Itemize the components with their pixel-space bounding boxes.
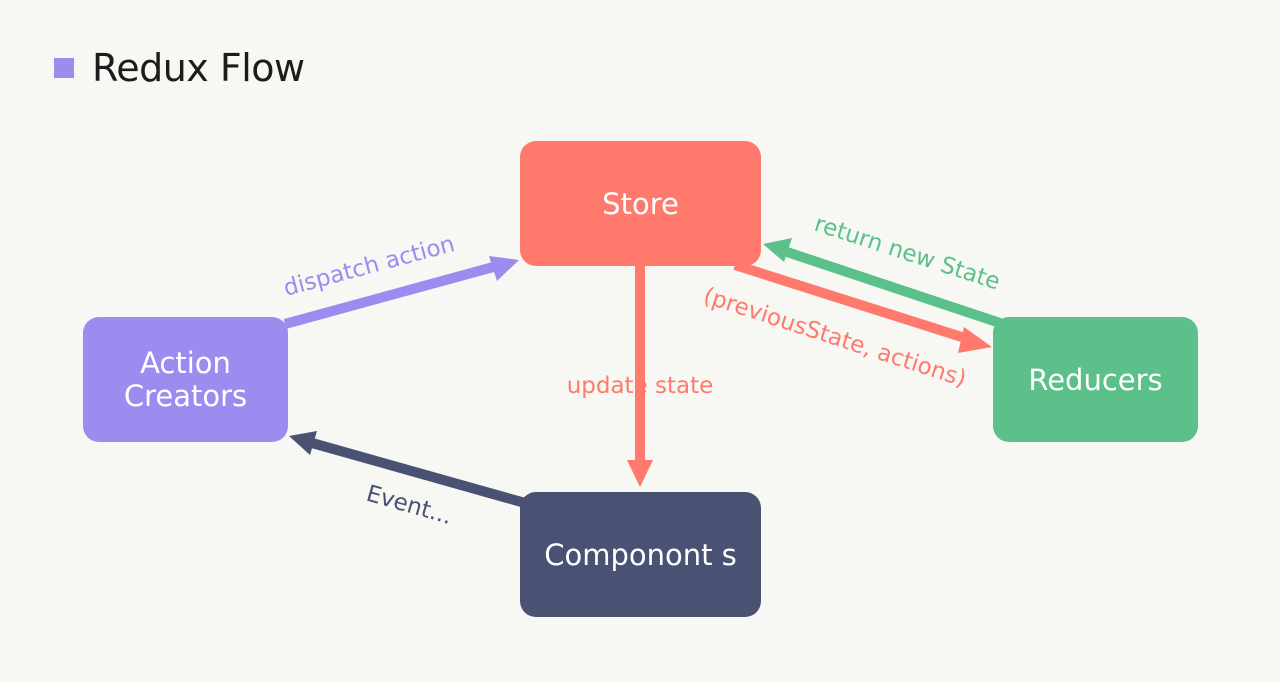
- action-creators-label-line1: Action: [140, 346, 231, 380]
- store-label: Store: [602, 187, 679, 221]
- reducers-label: Reducers: [1028, 363, 1162, 397]
- components-label: Componont s: [544, 538, 737, 572]
- event-label: Event...: [363, 481, 455, 530]
- previous-state-arrow: [733, 260, 992, 353]
- components-node: Componont s: [520, 492, 761, 617]
- update-state-label: update state: [567, 373, 714, 399]
- update-state-arrow: [627, 265, 653, 487]
- action-creators-label-line2: Creators: [124, 379, 247, 413]
- return-new-state-label: return new State: [811, 211, 1003, 295]
- store-node: Store: [520, 141, 761, 266]
- dispatch-action-arrow: [283, 256, 519, 329]
- title-square-icon: [54, 58, 74, 78]
- event-arrow: [289, 431, 527, 508]
- return-new-state-arrow: [763, 238, 1002, 328]
- action-creators-node: Action Creators: [83, 317, 288, 442]
- reducers-node: Reducers: [993, 317, 1198, 442]
- dispatch-action-label: dispatch action: [281, 231, 458, 302]
- diagram-title: Redux Flow: [54, 46, 305, 90]
- diagram-title-text: Redux Flow: [92, 46, 305, 90]
